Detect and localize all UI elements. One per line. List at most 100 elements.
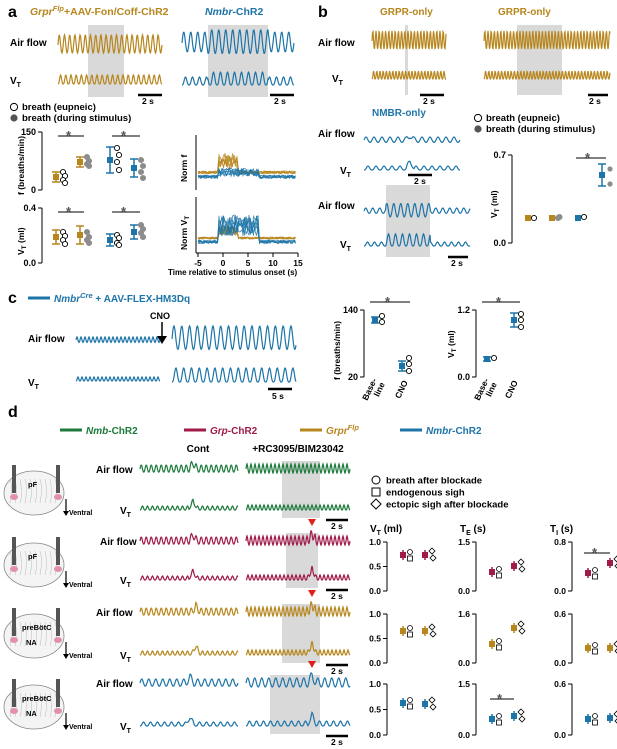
significance-star: * <box>592 545 598 560</box>
data-point <box>517 323 525 331</box>
ventral-label: Ventral <box>69 582 92 589</box>
data-point <box>592 713 598 719</box>
data-point <box>428 623 436 631</box>
trace <box>140 717 238 727</box>
mean-marker <box>107 157 113 163</box>
x-axis-title: Time relative to stimulus onset (s) <box>168 268 298 277</box>
brain-texture <box>49 692 52 718</box>
optic-fiber <box>56 465 60 493</box>
cno-arrow-head <box>157 336 167 344</box>
data-point <box>613 555 617 563</box>
injection-site <box>54 566 62 572</box>
mean-marker <box>107 237 113 243</box>
y-tick-label: 1.2 <box>457 305 470 315</box>
mean-marker <box>53 234 59 240</box>
symbol-label: breath after blockade <box>386 476 482 487</box>
data-point <box>592 648 598 655</box>
optic-fiber <box>12 608 16 636</box>
brain-texture <box>39 550 42 576</box>
legend-name: Nmbr <box>426 426 453 437</box>
data-point <box>113 144 121 152</box>
open-circle-symbol <box>9 102 19 112</box>
vt-label: VT <box>120 576 132 589</box>
brain-texture <box>29 621 32 647</box>
data-point <box>378 318 386 326</box>
data-point <box>556 213 563 221</box>
ventral-label: Ventral <box>69 510 92 517</box>
mean-marker <box>511 713 517 719</box>
y-tick-label: 0.0 <box>458 586 470 596</box>
mean-marker <box>585 716 591 722</box>
y-tick-label: 150 <box>21 127 36 137</box>
data-point <box>85 239 93 247</box>
brain-texture <box>24 692 27 718</box>
x-tick-label: CNO <box>393 378 410 400</box>
brain-texture <box>34 692 37 718</box>
panel-d-summary-plots: 1.00.50.01.50.00.80.0*1.00.50.01.60.00.6… <box>369 537 617 740</box>
brain-outline <box>3 470 65 516</box>
mean-marker <box>607 645 613 651</box>
trace <box>171 324 297 351</box>
vt-label: VT <box>120 506 132 519</box>
data-point <box>115 234 123 242</box>
mean-marker <box>599 172 605 178</box>
vt-sub: T <box>127 512 132 519</box>
brain-texture <box>19 550 22 576</box>
panel-b-traces <box>363 29 611 247</box>
vt-sub: T <box>127 657 132 664</box>
data-point <box>592 573 598 580</box>
panel-d-traces: 2 s2 s2 s2 s <box>139 460 351 747</box>
trace <box>139 532 239 545</box>
brain-texture <box>34 550 37 576</box>
legend-sup: Flp <box>348 423 360 432</box>
mean-marker <box>525 215 531 221</box>
panel-c-title: NmbrCre + AAV-FLEX-HM3Dq <box>54 291 190 305</box>
y-tick-label: 0.0 <box>554 658 566 668</box>
airflow-label: Air flow <box>96 679 133 690</box>
legend-label: GrprFlp <box>326 423 359 437</box>
y-tick-label: 1.5 <box>458 537 470 547</box>
data-point <box>139 162 147 170</box>
col-ti-title: TI (s) <box>550 524 573 537</box>
region-label: pF <box>28 552 38 561</box>
trace <box>57 73 163 85</box>
brain-texture <box>44 621 47 647</box>
scale-label: 2 s <box>331 521 343 531</box>
norm-trace <box>197 215 296 245</box>
data-point <box>139 233 147 241</box>
trace <box>57 32 163 55</box>
brain-outline <box>3 613 65 659</box>
y-tick-label: 1.5 <box>458 679 470 689</box>
brain-texture <box>24 478 27 504</box>
brain-texture <box>39 692 42 718</box>
data-point <box>405 367 413 375</box>
optic-fiber <box>56 679 60 707</box>
y-axis-title: VT (ml) <box>446 330 458 358</box>
legend-suffix: -ChR2 <box>108 426 138 437</box>
trace <box>139 645 239 656</box>
vt-label: VT <box>340 240 352 253</box>
trace <box>245 640 351 656</box>
data-point <box>407 703 413 710</box>
y-axis-title: f (breaths/min) <box>16 136 26 195</box>
mean-marker <box>575 215 581 221</box>
y-tick-label: 0.0 <box>457 372 470 382</box>
vt-main: V <box>120 576 127 587</box>
data-point <box>518 627 526 635</box>
data-point <box>428 696 436 704</box>
data-point <box>407 625 413 631</box>
data-point <box>518 565 526 573</box>
x-tick-label: 5 <box>246 258 251 268</box>
trace <box>139 568 239 581</box>
trace <box>245 462 351 475</box>
mean-marker <box>372 317 378 323</box>
brain-schematics: pFVentralpFVentralpreBötCNAVentralpreBöt… <box>3 465 92 731</box>
norm-trace <box>197 214 296 245</box>
panel-c: c NmbrCre + AAV-FLEX-HM3Dq CNO Air flow … <box>8 290 525 402</box>
panel-a-letter: a <box>8 4 17 21</box>
panel-b-letter: b <box>318 4 328 21</box>
data-point <box>592 719 598 726</box>
